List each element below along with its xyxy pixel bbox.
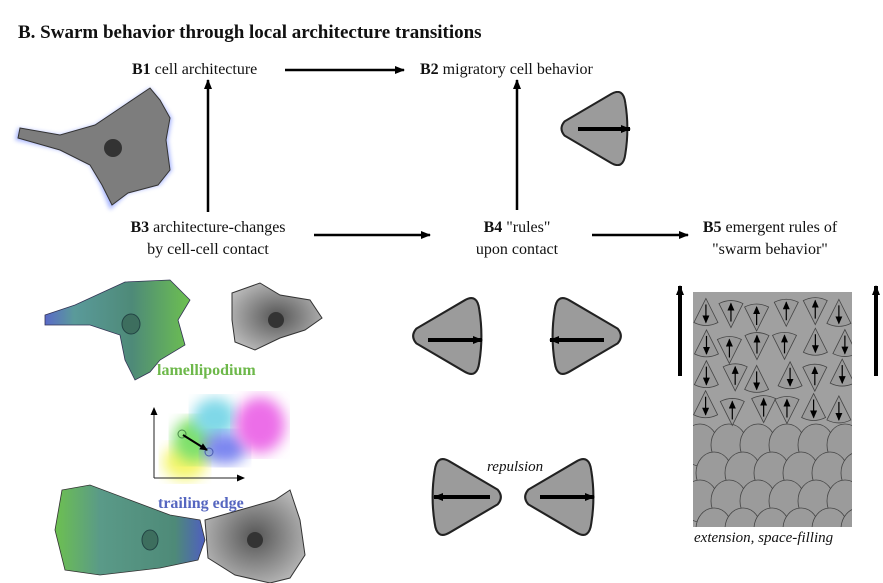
node-id: B5	[702, 219, 722, 236]
node-text: upon contact	[475, 241, 559, 258]
node-text: migratory cell behavior	[442, 61, 593, 78]
node-id: B2	[420, 61, 439, 78]
node-text: "swarm behavior"	[712, 241, 828, 258]
node-id: B4	[483, 219, 503, 236]
node-b1: B1 cell architecture	[132, 59, 257, 81]
migrating-cell	[560, 91, 631, 166]
rule-cell-pair-repulsion	[431, 457, 595, 537]
node-b4: B4 "rules" upon contact	[447, 217, 587, 261]
node-b2: B2 migratory cell behavior	[420, 59, 593, 81]
trailing-edge-label: trailing edge	[158, 495, 244, 512]
lamellipodium-label: lamellipodium	[157, 362, 256, 379]
color-space-plot	[150, 397, 285, 482]
swarm-illustration	[693, 292, 852, 527]
node-b3: B3 architecture-changes by cell-cell cont…	[110, 217, 306, 261]
cell-architecture-illustration	[15, 87, 172, 210]
node-text: "rules"	[506, 219, 551, 236]
node-text: architecture-changes	[153, 219, 286, 236]
rule-cell-pair-approach	[412, 297, 622, 375]
node-text: emergent rules of	[725, 219, 838, 236]
swarm-caption: extension, space-filling	[694, 530, 834, 546]
node-text: by cell-cell contact	[147, 241, 269, 258]
figure-title: B. Swarm behavior through local architec…	[18, 22, 482, 43]
node-id: B1	[132, 61, 151, 78]
swarm-polarized-cell	[829, 358, 852, 387]
cell-pair-contact	[44, 279, 323, 381]
swarm-round-cell	[724, 507, 762, 527]
swarm-round-cell	[782, 507, 820, 527]
node-b5: B5 emergent rules of "swarm behavior"	[690, 217, 850, 261]
cell-pair-trailing-edge	[54, 484, 306, 583]
repulsion-label: repulsion	[487, 459, 544, 475]
swarm-round-cell	[811, 507, 849, 527]
swarm-round-cell	[695, 507, 733, 527]
node-id: B3	[130, 219, 150, 236]
node-text: cell architecture	[154, 61, 258, 78]
swarm-round-cell	[840, 509, 852, 527]
swarm-round-cell	[753, 507, 791, 527]
